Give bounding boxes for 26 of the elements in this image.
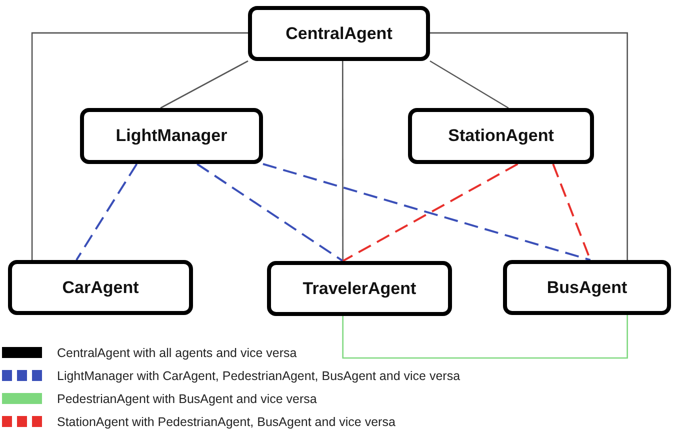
- connector-line: [160, 60, 248, 109]
- agent-box: [503, 260, 671, 315]
- agent-box: [80, 108, 263, 164]
- dashed-connector: [342, 163, 518, 262]
- dashed-connector: [262, 163, 591, 261]
- agent-box: [408, 108, 594, 164]
- agent-label: CarAgent: [62, 278, 139, 298]
- agent-label: CentralAgent: [286, 24, 392, 44]
- connector-line: [31, 32, 248, 260]
- legend-text: LightManager with CarAgent, PedestrianAgent, BusAgent and vice versa: [57, 368, 460, 382]
- legend-text: PedestrianAgent with BusAgent and vice versa: [57, 392, 317, 406]
- agent-box: [267, 261, 452, 316]
- agent-label: StationAgent: [448, 126, 554, 146]
- connector-line: [342, 61, 344, 261]
- legend-text: CentralAgent with all agents and vice versa: [57, 346, 297, 360]
- agent-label: BusAgent: [546, 278, 628, 298]
- agent-box: [8, 260, 193, 315]
- legend-text: StationAgent with PedestrianAgent, BusAgent and vice versa: [57, 414, 396, 428]
- dashed-connector: [196, 163, 344, 262]
- agent-label: TravelerAgent: [302, 278, 416, 298]
- connector-line: [342, 315, 628, 359]
- connector-line: [430, 60, 509, 109]
- agent-label: LightManager: [116, 126, 228, 146]
- connector-line: [430, 32, 628, 260]
- dashed-connector: [76, 163, 138, 261]
- agent-box: [248, 6, 430, 61]
